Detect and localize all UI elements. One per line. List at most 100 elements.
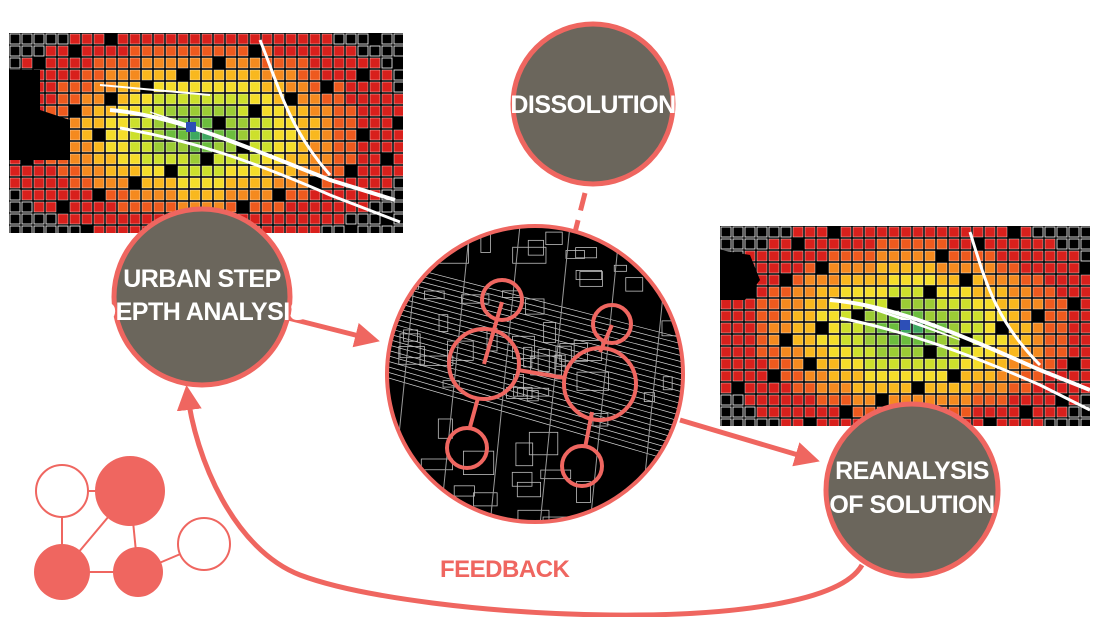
heat-cell xyxy=(105,213,117,225)
heat-cell xyxy=(732,226,744,238)
heat-cell xyxy=(33,189,45,201)
heat-cell xyxy=(876,226,888,238)
heat-cell xyxy=(984,334,996,346)
heat-cell xyxy=(888,346,900,358)
heat-cell xyxy=(780,322,792,334)
heat-cell xyxy=(900,346,912,358)
heat-cell xyxy=(69,189,81,201)
heat-cell xyxy=(225,57,237,69)
heat-cell xyxy=(840,346,852,358)
heat-cell xyxy=(93,213,105,225)
heat-cell xyxy=(960,370,972,382)
heat-cell xyxy=(153,45,165,57)
heat-cell xyxy=(1032,274,1044,286)
heat-cell xyxy=(852,262,864,274)
heat-cell xyxy=(333,129,345,141)
heat-cell xyxy=(357,33,369,45)
heat-cell xyxy=(768,394,780,406)
rail-line xyxy=(387,287,683,371)
heat-cell xyxy=(129,57,141,69)
heat-cell xyxy=(333,153,345,165)
heat-cell xyxy=(381,57,393,69)
heat-cell xyxy=(357,165,369,177)
heat-cell xyxy=(780,298,792,310)
heat-cell xyxy=(153,33,165,45)
heat-cell xyxy=(309,213,321,225)
heat-cell xyxy=(165,177,177,189)
heat-cell xyxy=(225,93,237,105)
heat-cell xyxy=(816,346,828,358)
heat-cell xyxy=(996,274,1008,286)
heat-cell xyxy=(996,238,1008,250)
heat-cell xyxy=(393,201,403,213)
heat-cell xyxy=(1044,394,1056,406)
heat-cell xyxy=(141,117,153,129)
heat-cell xyxy=(912,370,924,382)
heat-cell xyxy=(1032,346,1044,358)
heat-cell xyxy=(804,226,816,238)
heat-cell xyxy=(45,57,57,69)
heat-cell xyxy=(141,45,153,57)
heat-cell xyxy=(105,117,117,129)
heat-cell xyxy=(225,105,237,117)
heat-cell xyxy=(57,105,69,117)
heat-cell xyxy=(369,69,381,81)
heat-cell xyxy=(1056,358,1068,370)
heat-cell xyxy=(21,213,33,225)
heat-cell xyxy=(117,69,129,81)
heat-cell xyxy=(756,334,768,346)
heat-cell xyxy=(840,334,852,346)
heat-cell xyxy=(93,165,105,177)
heat-cell xyxy=(768,418,780,426)
heat-cell xyxy=(273,177,285,189)
heat-cell xyxy=(297,153,309,165)
heat-cell xyxy=(393,33,403,45)
heat-cell xyxy=(768,382,780,394)
heat-cell xyxy=(804,334,816,346)
heat-cell xyxy=(984,322,996,334)
heat-cell xyxy=(33,165,45,177)
rail-line xyxy=(387,265,683,347)
heat-cell xyxy=(1020,274,1032,286)
heat-cell xyxy=(972,418,984,426)
heat-cell xyxy=(852,394,864,406)
heat-cell xyxy=(213,45,225,57)
heat-cell xyxy=(369,81,381,93)
heat-cell xyxy=(1056,274,1068,286)
heat-cell xyxy=(213,33,225,45)
heat-cell xyxy=(960,310,972,322)
heat-cell xyxy=(876,274,888,286)
heat-cell xyxy=(261,177,273,189)
heat-cell xyxy=(756,250,768,262)
heat-cell xyxy=(165,189,177,201)
heat-cell xyxy=(237,177,249,189)
heat-cell xyxy=(57,177,69,189)
heat-cell xyxy=(345,69,357,81)
heat-cell xyxy=(960,250,972,262)
heat-cell xyxy=(141,153,153,165)
reanalysis-label-line-2: OF SOLUTION xyxy=(829,491,994,519)
heat-cell xyxy=(381,177,393,189)
street-line xyxy=(489,226,521,522)
step-depth-heat-map-left xyxy=(9,33,403,233)
heat-cell xyxy=(285,213,297,225)
heat-cell xyxy=(840,418,852,426)
heat-cell xyxy=(369,153,381,165)
building-footprint xyxy=(463,450,495,475)
heat-cell xyxy=(1020,238,1032,250)
heat-cell xyxy=(189,45,201,57)
rail-line xyxy=(387,353,683,443)
heat-cell xyxy=(81,57,93,69)
heat-cell xyxy=(285,189,297,201)
heat-cell xyxy=(840,310,852,322)
heat-cell xyxy=(984,370,996,382)
heat-cell xyxy=(840,382,852,394)
heat-cell xyxy=(273,105,285,117)
building-footprint xyxy=(575,270,603,280)
heat-cell xyxy=(69,81,81,93)
heat-cell xyxy=(1080,346,1090,358)
heat-cell xyxy=(321,69,333,81)
heat-cell xyxy=(237,105,249,117)
heat-cell xyxy=(720,394,732,406)
heat-cell xyxy=(792,322,804,334)
